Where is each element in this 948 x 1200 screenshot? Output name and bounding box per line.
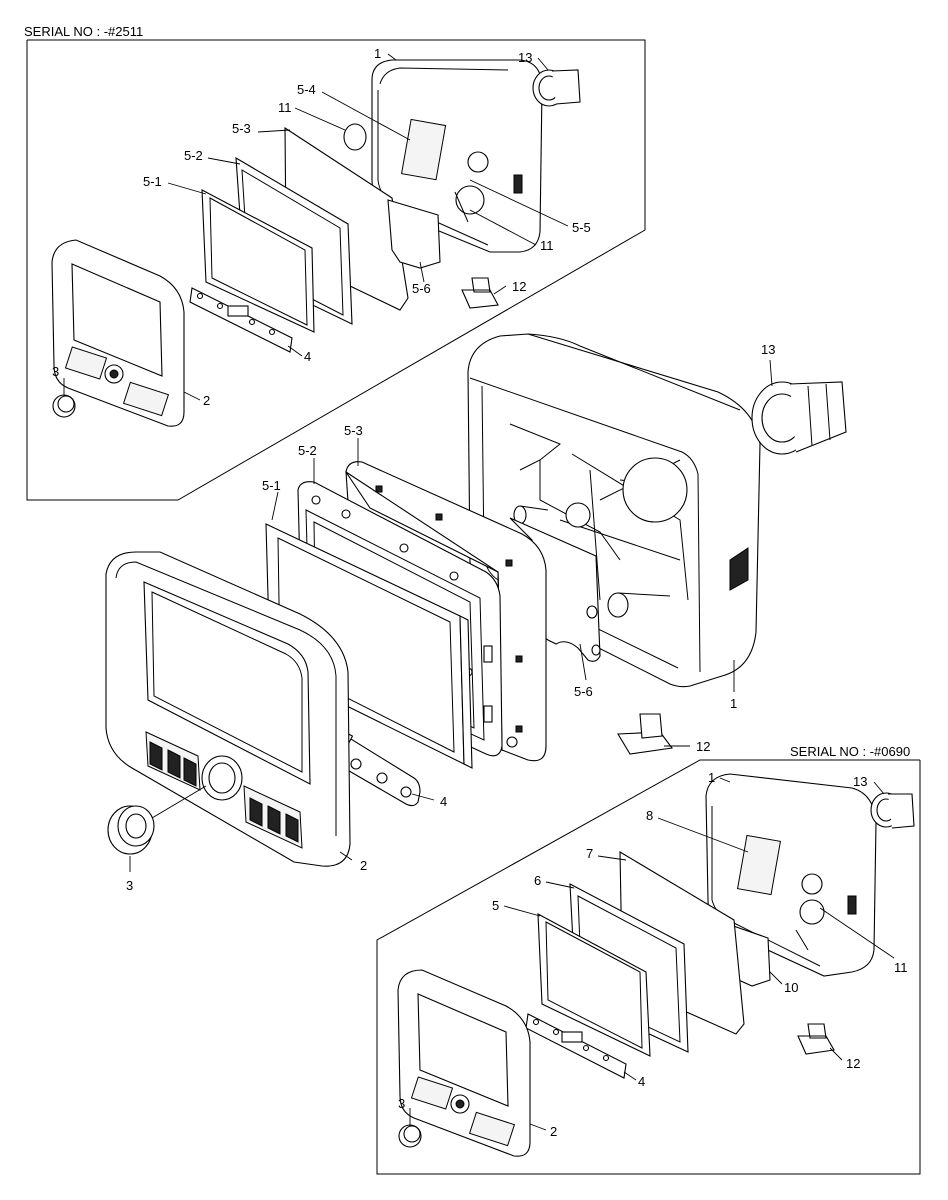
- main-leaders: [129, 359, 773, 872]
- callout-main-5-1: 5-1: [262, 478, 281, 493]
- callout-top-11b: 11: [540, 238, 554, 253]
- callout-main-1: 1: [730, 696, 737, 711]
- main-knob-3: [107, 805, 155, 855]
- top-leaders: [63, 53, 569, 401]
- bottom-leaders: [409, 777, 895, 1131]
- callout-top-11a: 11: [278, 100, 292, 115]
- top-bracket-5-6: [387, 199, 441, 269]
- top-grommet-11: [343, 123, 367, 151]
- serial-label-top: SERIAL NO : -#2511: [24, 24, 143, 39]
- callout-top-12: 12: [512, 279, 526, 294]
- callout-main-3: 3: [126, 878, 133, 893]
- top-lcd-5-1: [201, 189, 315, 333]
- callout-top-5-3: 5-3: [232, 121, 251, 136]
- callout-bottom-8: 8: [646, 808, 653, 823]
- callout-top-5-5: 5-5: [572, 220, 591, 235]
- callout-top-13: 13: [518, 50, 532, 65]
- bottom-latch-12: [797, 1023, 835, 1055]
- callout-bottom-10: 10: [784, 980, 798, 995]
- top-latch-12: [461, 277, 499, 309]
- callout-bottom-3: 3: [398, 1096, 405, 1111]
- bottom-bezel-2: [397, 969, 531, 1157]
- callout-bottom-2: 2: [550, 1124, 557, 1139]
- callout-main-4: 4: [440, 794, 447, 809]
- inset-bottom-frame: [376, 759, 921, 1175]
- callout-bottom-6: 6: [534, 873, 541, 888]
- inset-bottom: SERIAL NO : -#0690: [376, 744, 921, 1175]
- top-callout-labels: 1 13 5-4 11 5-3 5-2 5-1 5-5 11 12 5-6 4 …: [52, 46, 591, 408]
- callout-top-5-6: 5-6: [412, 281, 431, 296]
- bottom-knob-3: [398, 1124, 422, 1148]
- main-latch-12: [617, 713, 673, 755]
- callout-bottom-12: 12: [846, 1056, 860, 1071]
- bottom-callout-labels: 1 13 8 7 6 5 11 10 12 4 3 2: [398, 770, 908, 1139]
- callout-main-13: 13: [761, 342, 775, 357]
- callout-main-5-2: 5-2: [298, 443, 317, 458]
- main-bracket-5-6: [509, 517, 601, 662]
- inset-top: SERIAL NO : -#2511: [24, 24, 646, 501]
- main-callout-labels: 13 5-3 5-2 5-1 5-6 1 12 4 2 3: [126, 342, 775, 893]
- main-bezel-2: [105, 551, 351, 867]
- top-bezel-2: [51, 239, 185, 427]
- bottom-lcd-5: [537, 913, 651, 1057]
- callout-bottom-13: 13: [853, 774, 867, 789]
- callout-top-2: 2: [203, 393, 210, 408]
- bottom-cap-13: [870, 792, 915, 829]
- bottom-pcb-4: [525, 1013, 627, 1079]
- callout-bottom-11: 11: [894, 960, 908, 975]
- top-pcb-4: [189, 287, 293, 353]
- callout-main-12: 12: [696, 739, 710, 754]
- main-bezel-keys-right: [243, 785, 303, 849]
- callout-bottom-1: 1: [708, 770, 715, 785]
- top-cap-13: [532, 69, 581, 107]
- main-view: 13 5-3 5-2 5-1 5-6 1 12 4 2 3: [105, 333, 847, 893]
- callout-main-2: 2: [360, 858, 367, 873]
- callout-top-1: 1: [374, 46, 381, 61]
- callout-bottom-4: 4: [638, 1074, 645, 1089]
- callout-bottom-7: 7: [586, 846, 593, 861]
- callout-top-5-1: 5-1: [143, 174, 162, 189]
- callout-top-5-4: 5-4: [297, 82, 316, 97]
- callout-top-5-2: 5-2: [184, 148, 203, 163]
- main-housing-vent: [729, 547, 749, 591]
- callout-main-5-3: 5-3: [344, 423, 363, 438]
- callout-bottom-5: 5: [492, 898, 499, 913]
- serial-label-bottom: SERIAL NO : -#0690: [790, 744, 910, 759]
- callout-top-4: 4: [304, 349, 311, 364]
- callout-top-3: 3: [52, 364, 59, 379]
- main-cap-13: [751, 381, 847, 455]
- inset-top-frame: [26, 39, 646, 501]
- callout-main-5-6: 5-6: [574, 684, 593, 699]
- top-knob-3: [52, 394, 76, 418]
